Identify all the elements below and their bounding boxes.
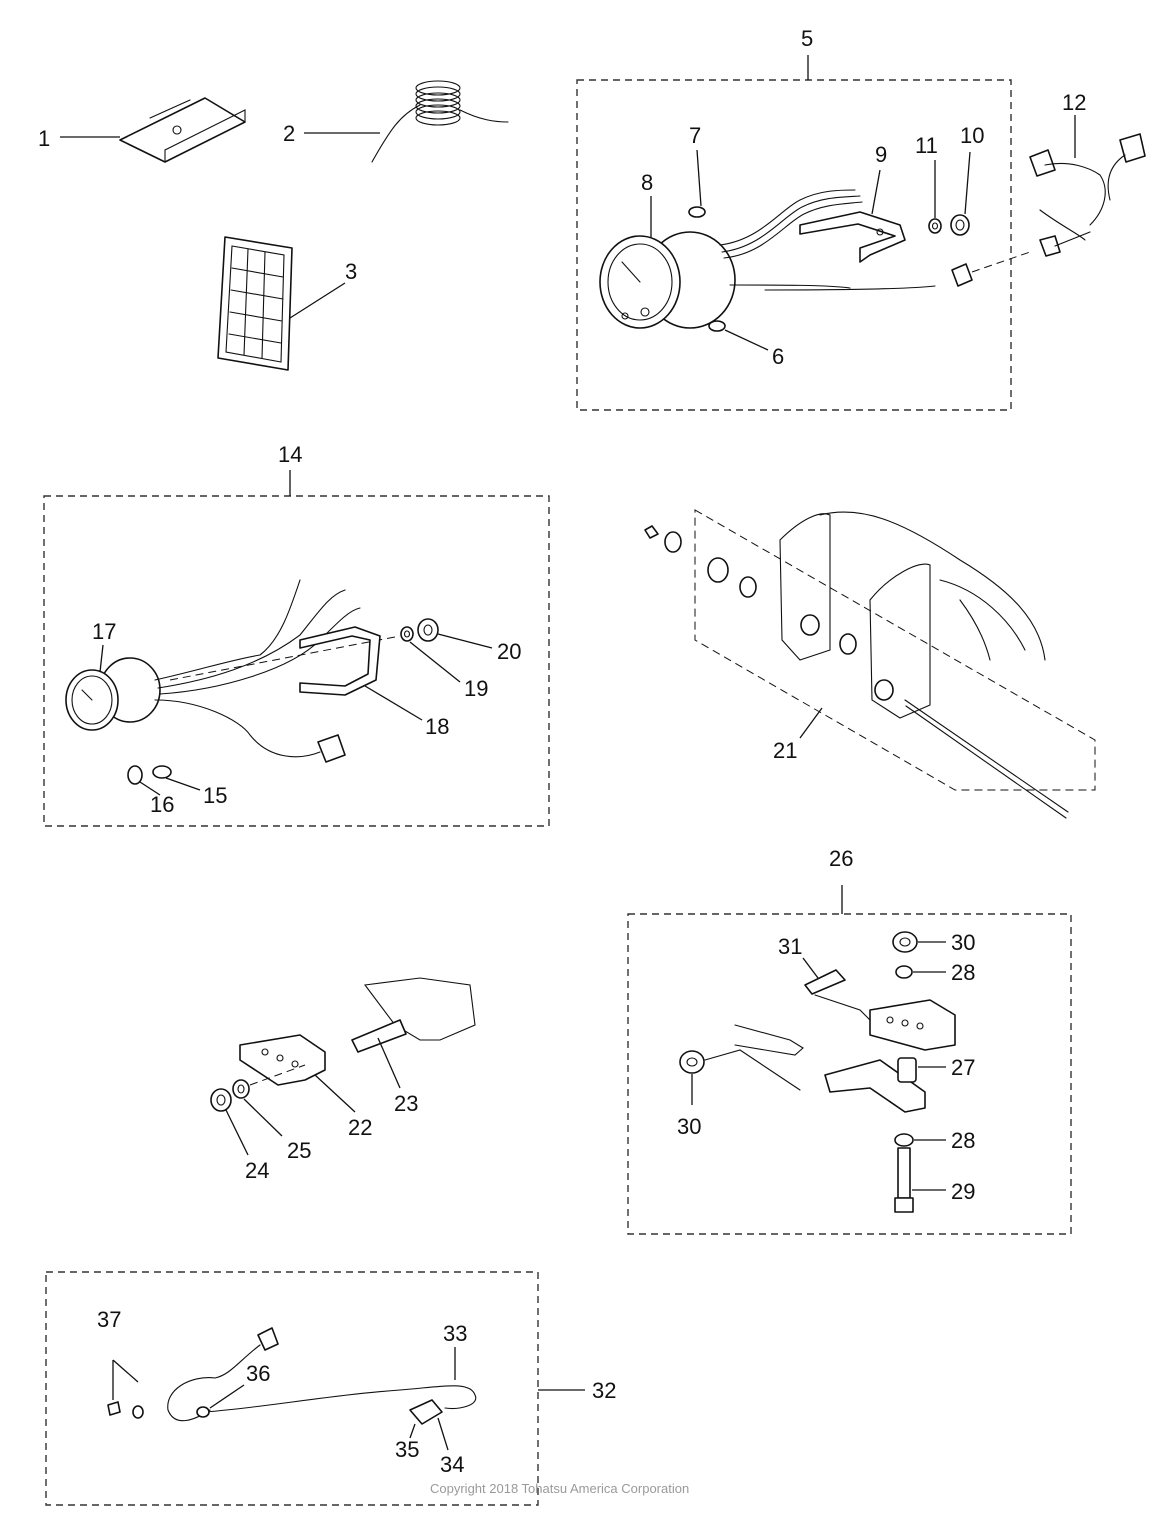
- part-16-cap: [127, 765, 161, 796]
- meter-wiring: [154, 579, 401, 763]
- part-15-bulb: [152, 765, 201, 791]
- callout-5: 5: [801, 26, 813, 51]
- callout-29: 29: [951, 1179, 975, 1204]
- callout-32: 32: [592, 1378, 616, 1403]
- callout-11: 11: [915, 133, 938, 158]
- callout-17: 17: [92, 619, 116, 644]
- part-9-bracket: [799, 169, 906, 263]
- callout-1: 1: [38, 126, 50, 151]
- part-20-nut: [417, 618, 493, 649]
- callout-9: 9: [875, 142, 887, 167]
- callout-15: 15: [203, 783, 227, 808]
- group-32-parts: [107, 1327, 477, 1451]
- callout-34: 34: [440, 1452, 464, 1477]
- callout-22: 22: [348, 1115, 372, 1140]
- callout-26: 26: [829, 846, 853, 871]
- tach-wiring: [719, 189, 1031, 291]
- group-14-box: [43, 495, 550, 827]
- part-18-bracket: [299, 626, 423, 721]
- callout-30-lower: 30: [677, 1114, 701, 1139]
- part-19-washer: [400, 626, 461, 683]
- callout-19: 19: [464, 676, 488, 701]
- part-2-coiled-cable: [304, 80, 509, 163]
- callout-33: 33: [443, 1321, 467, 1346]
- callout-16: 16: [150, 792, 174, 817]
- group-5-box: [576, 79, 1012, 411]
- callout-labels: 1 2 3 5 6 7 8 9 10 11 12 14 15 16 17 18 …: [38, 26, 1086, 1477]
- callout-3: 3: [345, 259, 357, 284]
- part-6-bulb: [708, 320, 769, 351]
- callout-20: 20: [497, 639, 521, 664]
- callout-8: 8: [641, 170, 653, 195]
- callout-28-lower: 28: [951, 1128, 975, 1153]
- callout-2: 2: [283, 121, 295, 146]
- callout-27: 27: [951, 1055, 975, 1080]
- callout-25: 25: [287, 1138, 311, 1163]
- part-12-harness: [1029, 115, 1146, 257]
- callout-12: 12: [1062, 90, 1086, 115]
- callout-24: 24: [245, 1158, 269, 1183]
- part-21-grommet-kit: [644, 509, 1096, 819]
- parts-22-25-bracket: [210, 977, 476, 1156]
- callout-28-upper: 28: [951, 960, 975, 985]
- group-26-box: [627, 913, 1072, 1235]
- part-11-washer: [928, 160, 942, 234]
- group-32-box: [45, 1271, 539, 1506]
- copyright-notice: Copyright 2018 Tohatsu America Corporati…: [430, 1481, 689, 1496]
- callout-30-upper: 30: [951, 930, 975, 955]
- callout-35: 35: [395, 1437, 419, 1462]
- callout-6: 6: [772, 344, 784, 369]
- callout-21: 21: [773, 738, 797, 763]
- group-26-parts: [679, 931, 956, 1213]
- callout-37: 37: [97, 1307, 121, 1332]
- part-7-bulb: [688, 149, 706, 218]
- part-17-meter: [65, 644, 161, 731]
- part-8-tachometer: [599, 196, 736, 329]
- part-1-pouch: [60, 97, 246, 163]
- part-3-decal-sheet: [217, 236, 346, 371]
- callout-31: 31: [778, 934, 802, 959]
- callout-18: 18: [425, 714, 449, 739]
- callout-7: 7: [689, 123, 701, 148]
- callout-10: 10: [960, 123, 984, 148]
- callout-23: 23: [394, 1091, 418, 1116]
- callout-14: 14: [278, 442, 302, 467]
- part-10-nut: [950, 151, 971, 236]
- callout-36: 36: [246, 1361, 270, 1386]
